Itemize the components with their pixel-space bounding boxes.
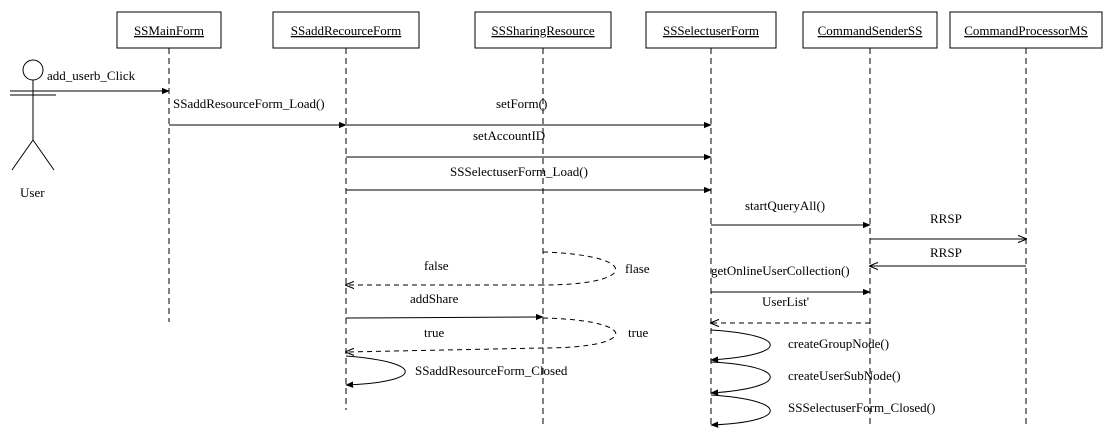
object-label: SSSelectuserForm bbox=[663, 23, 759, 38]
message-label: addShare bbox=[410, 291, 459, 306]
user-actor: User bbox=[10, 59, 56, 200]
message-arrow bbox=[345, 313, 544, 321]
message-label: SSaddResourceForm_Closed bbox=[415, 363, 568, 378]
message-label: RRSP bbox=[930, 245, 962, 260]
message-arrow bbox=[542, 251, 616, 286]
object-label: SSMainForm bbox=[134, 23, 204, 38]
message-label: add_userb_Click bbox=[47, 68, 136, 83]
object-selectuser: SSSelectuserForm bbox=[645, 11, 777, 49]
message-label: startQueryAll() bbox=[745, 198, 825, 213]
actor-left-leg bbox=[11, 139, 34, 171]
actor-head bbox=[22, 59, 44, 81]
message-arrow bbox=[345, 355, 406, 388]
message-arrow bbox=[346, 347, 544, 352]
object-cmdsender: CommandSenderSS bbox=[802, 11, 938, 49]
message-label: createUserSubNode() bbox=[788, 368, 901, 383]
object-mainform: SSMainForm bbox=[116, 11, 222, 49]
message-label: getOnlineUserCollection() bbox=[711, 263, 850, 278]
object-label: CommandSenderSS bbox=[818, 23, 923, 38]
object-addform: SSaddRecourceForm bbox=[272, 11, 420, 49]
message-label: SSSelectuserForm_Closed() bbox=[788, 400, 935, 415]
message-label: UserList' bbox=[762, 294, 809, 309]
object-label: CommandProcessorMS bbox=[964, 23, 1088, 38]
message-label: RRSP bbox=[930, 211, 962, 226]
message-label: SSSelectuserForm_Load() bbox=[450, 164, 588, 179]
message-arrow bbox=[710, 394, 771, 428]
message-label: setForm() bbox=[496, 96, 547, 111]
message-label: false bbox=[424, 258, 449, 273]
message-label: setAccountID bbox=[473, 128, 545, 143]
message-label: createGroupNode() bbox=[788, 336, 889, 351]
actor-label: User bbox=[20, 185, 45, 200]
object-sharing: SSSharingResource bbox=[474, 11, 612, 49]
actor-right-leg bbox=[32, 139, 55, 171]
message-label: SSaddResourceForm_Load() bbox=[173, 96, 325, 111]
message-arrow bbox=[710, 329, 771, 363]
message-arrow bbox=[542, 317, 616, 349]
object-cmdprocessor: CommandProcessorMS bbox=[949, 11, 1103, 49]
message-label: true bbox=[424, 325, 444, 340]
object-label: SSSharingResource bbox=[491, 23, 595, 38]
message-arrow bbox=[710, 361, 771, 396]
message-label: true bbox=[628, 325, 648, 340]
object-label: SSaddRecourceForm bbox=[291, 23, 401, 38]
message-label: flase bbox=[625, 261, 650, 276]
